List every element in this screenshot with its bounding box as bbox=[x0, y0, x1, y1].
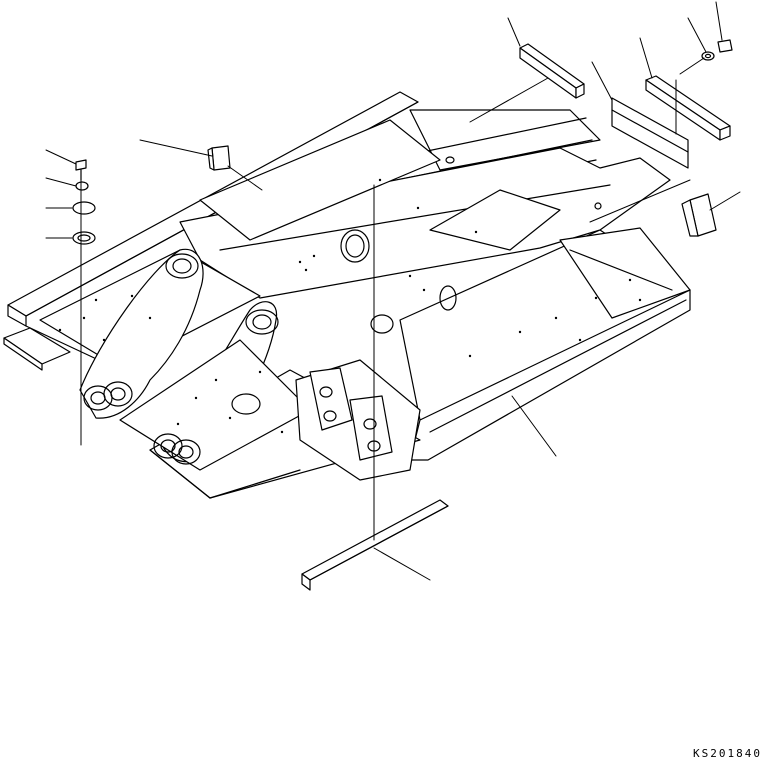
bottom-wear-plate bbox=[302, 500, 448, 590]
boss-lower-right-2 bbox=[172, 440, 200, 464]
access-hole-top-inner bbox=[346, 235, 364, 257]
tie-line-washer bbox=[680, 58, 704, 74]
cover-plate bbox=[612, 98, 688, 168]
inner-floor-panel-mid bbox=[200, 120, 440, 240]
leader-washer bbox=[688, 18, 706, 52]
round-cover bbox=[73, 202, 95, 214]
washer bbox=[702, 52, 714, 60]
leader-main-frame bbox=[470, 78, 548, 122]
rivet-dots bbox=[58, 178, 642, 434]
base-plate-front-edge bbox=[150, 450, 210, 498]
mount-hole-1 bbox=[320, 387, 332, 397]
tie-line-top-block bbox=[228, 166, 262, 190]
rear-box-frame bbox=[560, 228, 690, 318]
access-hole-right bbox=[440, 286, 456, 310]
inner-opening bbox=[430, 190, 560, 250]
rear-side-plate bbox=[646, 76, 730, 140]
mount-hole-3 bbox=[364, 419, 376, 429]
pin-bolt bbox=[76, 160, 86, 180]
callout-leaders bbox=[46, 2, 740, 580]
diagonal-beam-center bbox=[220, 185, 610, 250]
access-hole-mid bbox=[371, 315, 393, 333]
boss-upper-left bbox=[166, 254, 198, 278]
access-hole-small-2 bbox=[595, 203, 601, 209]
small-block bbox=[208, 146, 230, 170]
boss-lower-left-2 bbox=[104, 382, 132, 406]
base-plate-right-edge bbox=[210, 470, 300, 498]
leader-side-wear-block bbox=[710, 192, 740, 210]
mount-ear-2 bbox=[350, 396, 392, 460]
access-hole-top bbox=[341, 230, 369, 262]
leader-bottom-wear-plate bbox=[374, 548, 430, 580]
leader-right-rail bbox=[512, 396, 556, 456]
boom-brackets bbox=[80, 249, 310, 470]
boss-upper-right bbox=[246, 310, 278, 334]
bolt-and-washer bbox=[702, 40, 732, 60]
rear-box-inner bbox=[570, 250, 672, 290]
mount-ear-1 bbox=[310, 368, 352, 430]
leader-rear-side-plate bbox=[640, 38, 652, 78]
assembly-lines bbox=[81, 58, 704, 540]
drawing-reference-code: KS201840 bbox=[693, 747, 762, 760]
leader-pin-bolt bbox=[46, 150, 76, 164]
bolt-head bbox=[718, 40, 732, 52]
mount-hole-2 bbox=[324, 411, 336, 421]
leader-cover-plate bbox=[592, 62, 612, 100]
boss-lower-right-1 bbox=[154, 434, 182, 458]
access-holes bbox=[341, 157, 601, 333]
lightening-hole bbox=[232, 394, 260, 414]
access-hole-small bbox=[446, 157, 454, 163]
gasket bbox=[73, 232, 95, 244]
leader-bolt bbox=[716, 2, 722, 40]
lock-washer bbox=[76, 182, 88, 190]
leader-lock-washer bbox=[46, 178, 76, 186]
right-rail-stripe bbox=[430, 300, 686, 432]
front-step-side bbox=[4, 338, 42, 370]
top-wear-plate bbox=[520, 44, 584, 98]
leader-small-block bbox=[140, 140, 212, 156]
left-fastener-stack bbox=[73, 160, 95, 244]
left-boom-bracket bbox=[80, 249, 203, 418]
side-wear-block bbox=[682, 194, 716, 236]
tie-line-rear bbox=[590, 180, 690, 222]
leader-top-wear-plate bbox=[508, 18, 520, 46]
swing-mount-block bbox=[296, 360, 420, 480]
